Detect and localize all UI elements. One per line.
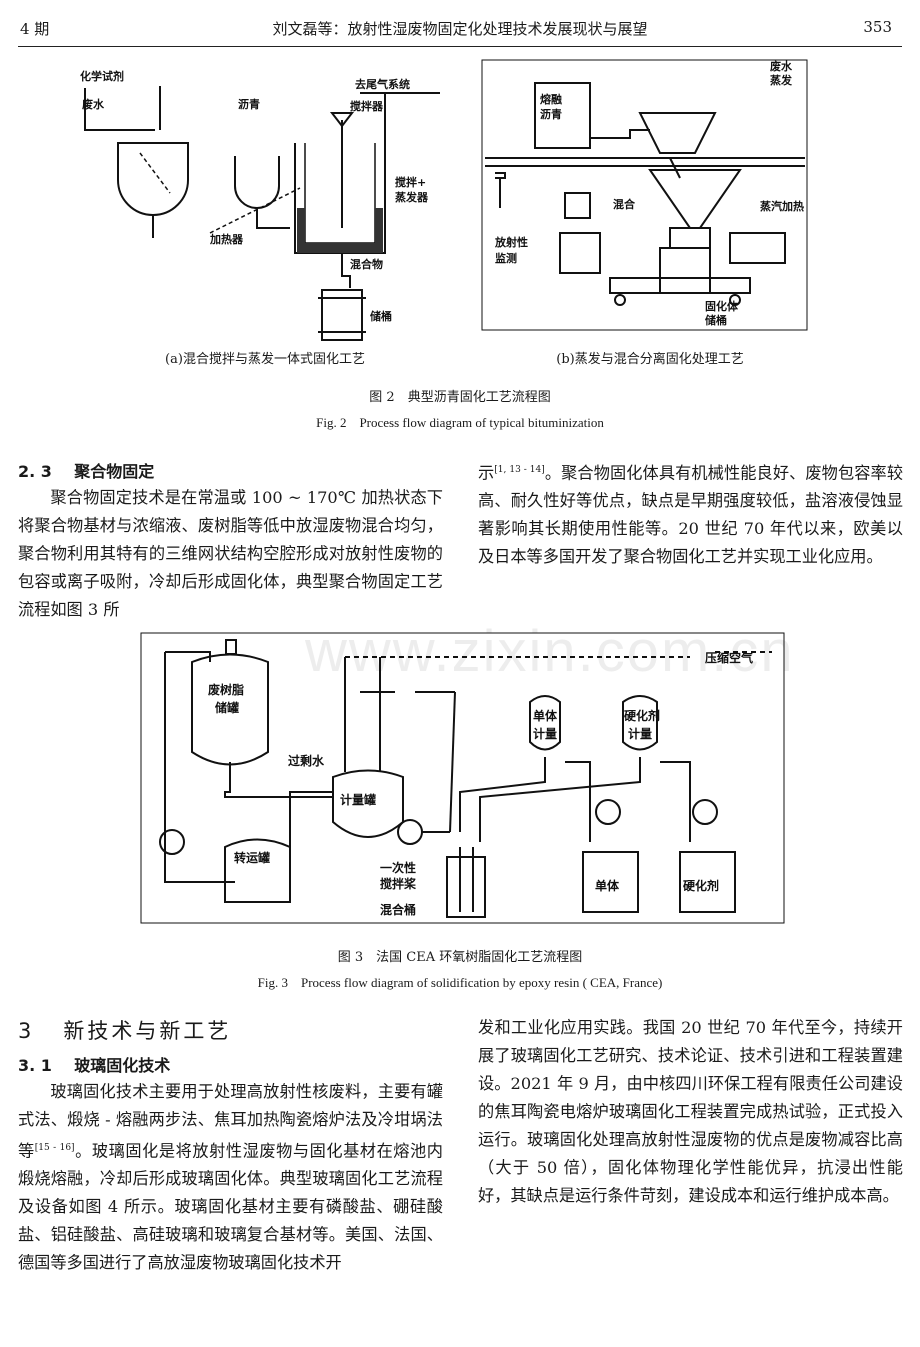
fig2b-label: 废水 (770, 59, 793, 73)
fig2a-label: 去尾气系统 (355, 77, 410, 91)
fig2b-label: 蒸发 (770, 73, 793, 87)
fig3-label: 转运罐 (234, 850, 270, 865)
fig3-caption-cn: 图 3 法国 CEA 环氧树脂固化工艺流程图 (337, 950, 583, 965)
fig2-caption-cn: 图 2 典型沥青固化工艺流程图 (369, 390, 551, 405)
fig2b-subcaption: (b)蒸发与混合分离固化处理工艺 (556, 352, 744, 367)
fig3-label: 储罐 (215, 700, 239, 715)
heading-number: 2. 3 (18, 462, 52, 481)
fig2a-label: 沥青 (238, 97, 260, 111)
fig2a-label: 混合物 (350, 257, 383, 271)
citation: [1, 13 - 14] (494, 465, 545, 475)
watermark: www.zixin.com.cn (305, 619, 795, 684)
fig3-label: 计量 (628, 726, 652, 741)
fig3-label: 废树脂 (208, 682, 244, 697)
paragraph: 示[1, 13 - 14]。聚合物固化体具有机械性能良好、废物包容率较高、耐久性… (478, 463, 904, 567)
fig2a-label: 搅拌器 (350, 99, 384, 113)
section-heading: 2. 3 聚合物固定 (18, 458, 154, 482)
heading-title: 玻璃固化技术 (74, 1056, 171, 1075)
fig2b-label: 沥青 (540, 107, 562, 121)
fig3-label: 计量 (533, 726, 557, 741)
fig2a-subcaption: (a)混合搅拌与蒸发一体式固化工艺 (165, 352, 365, 367)
fig2-caption-en: Fig. 2 Process flow diagram of typical b… (316, 415, 604, 430)
fig3-label: 压缩空气 (705, 650, 753, 665)
fig3-label: 搅拌桨 (380, 876, 417, 891)
fig2b-label: 固化体 (705, 299, 739, 313)
fig3-label: 混合桶 (380, 902, 416, 917)
paragraph: 发和工业化应用实践。我国 20 世纪 70 年代至今，持续开展了玻璃固化工艺研究… (478, 1018, 903, 1205)
issue-number: 4 期 (20, 20, 50, 38)
fig2a-label: 搅拌+ (395, 175, 426, 189)
running-title: 刘文磊等：放射性湿废物固定化处理技术发展现状与展望 (272, 20, 648, 38)
paragraph: 玻璃固化技术主要用于处理高放射性核废料，主要有罐式法、煅烧 - 熔融两步法、焦耳… (18, 1082, 443, 1273)
fig3-label: 过剩水 (288, 753, 325, 768)
heading-number: 3 (18, 1019, 35, 1043)
fig2b-label: 监测 (495, 251, 517, 265)
fig2b-label: 蒸汽加热 (760, 199, 804, 213)
section-heading: 3 新技术与新工艺 (18, 1015, 231, 1045)
fig3-label: 硬化剂 (624, 708, 660, 723)
fig2a-label: 蒸发器 (395, 190, 429, 204)
fig3-label: 单体 (595, 878, 620, 893)
fig2b-label: 混合 (613, 197, 636, 211)
heading-title: 新技术与新工艺 (63, 1019, 232, 1043)
fig2a-label: 加热器 (209, 232, 244, 246)
fig2a-label: 化学试剂 (80, 69, 124, 83)
fig2a-diagram: 化学试剂 废水 沥青 加热器 搅拌器 去尾气系统 搅拌+ 蒸发器 混合物 储桶 (80, 69, 440, 341)
fig3-label: 计量罐 (340, 792, 376, 807)
fig3-caption-en: Fig. 3 Process flow diagram of solidific… (257, 975, 663, 990)
citation: [15 - 16] (34, 1143, 75, 1153)
fig2b-diagram: 熔融 沥青 废水 蒸发 混合 蒸汽加热 放射性 监测 固化体 储桶 (481, 59, 808, 331)
subsection-heading: 3. 1 玻璃固化技术 (18, 1052, 170, 1076)
fig3-diagram: 废树脂 储罐 压缩空气 单体 计量 硬化剂 计量 过剩水 计量罐 转运罐 一次性… (140, 632, 785, 924)
fig3-label: 单体 (533, 708, 558, 723)
fig2b-label: 放射性 (494, 235, 528, 249)
fig3-label: 硬化剂 (683, 878, 719, 893)
fig2a-label: 废水 (82, 97, 105, 111)
page-number: 353 (863, 18, 892, 36)
fig2b-label: 储桶 (705, 313, 727, 327)
heading-title: 聚合物固定 (74, 462, 155, 481)
paragraph: 聚合物固定技术是在常温或 100 ~ 170℃ 加热状态下将聚合物基材与浓缩液、… (18, 488, 443, 619)
header-rule (18, 46, 902, 47)
fig2a-label: 储桶 (370, 309, 392, 323)
fig2b-label: 熔融 (540, 92, 562, 106)
heading-number: 3. 1 (18, 1056, 52, 1075)
fig3-label: 一次性 (380, 860, 416, 875)
